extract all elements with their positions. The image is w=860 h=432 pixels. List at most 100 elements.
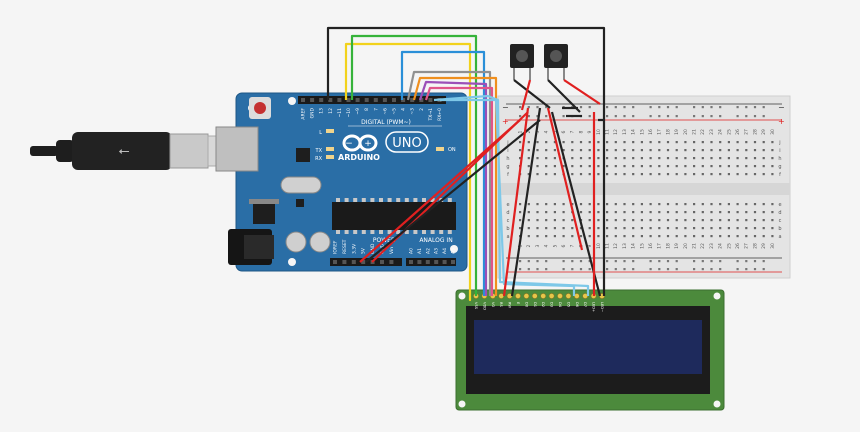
terminal-hole[interactable] xyxy=(597,203,600,206)
rail-hole[interactable] xyxy=(666,106,670,109)
terminal-hole[interactable] xyxy=(753,211,757,214)
rail-hole[interactable] xyxy=(719,260,722,263)
terminal-hole[interactable] xyxy=(597,149,600,152)
terminal-hole[interactable] xyxy=(571,235,574,238)
header-pin[interactable] xyxy=(425,260,430,264)
terminal-hole[interactable] xyxy=(762,149,765,152)
terminal-hole[interactable] xyxy=(719,141,722,144)
rail-hole[interactable] xyxy=(762,260,765,263)
header-pin[interactable] xyxy=(301,98,305,102)
reset-button-cap[interactable] xyxy=(254,102,266,114)
header-pin[interactable] xyxy=(442,260,447,264)
rail-hole[interactable] xyxy=(710,268,713,271)
terminal-hole[interactable] xyxy=(719,219,722,222)
rail-hole[interactable] xyxy=(614,268,617,271)
terminal-hole[interactable] xyxy=(579,173,583,176)
terminal-hole[interactable] xyxy=(553,173,556,176)
lcd-pin[interactable] xyxy=(498,293,505,299)
terminal-hole[interactable] xyxy=(536,203,539,206)
terminal-hole[interactable] xyxy=(614,157,617,160)
rail-hole[interactable] xyxy=(701,268,704,271)
header-pin[interactable] xyxy=(389,260,394,264)
terminal-hole[interactable] xyxy=(606,157,609,160)
terminal-hole[interactable] xyxy=(579,141,583,144)
terminal-hole[interactable] xyxy=(693,157,696,160)
terminal-hole[interactable] xyxy=(771,203,774,206)
terminal-hole[interactable] xyxy=(701,157,704,160)
terminal-hole[interactable] xyxy=(753,173,757,176)
terminal-hole[interactable] xyxy=(623,165,626,168)
terminal-hole[interactable] xyxy=(640,165,643,168)
terminal-hole[interactable] xyxy=(545,235,548,238)
terminal-hole[interactable] xyxy=(562,211,565,214)
rail-hole[interactable] xyxy=(562,268,565,271)
terminal-hole[interactable] xyxy=(675,141,678,144)
terminal-hole[interactable] xyxy=(527,211,530,214)
terminal-hole[interactable] xyxy=(597,165,600,168)
rail-hole[interactable] xyxy=(545,268,548,271)
terminal-hole[interactable] xyxy=(727,211,730,214)
terminal-hole[interactable] xyxy=(579,149,583,152)
rail-hole[interactable] xyxy=(762,115,765,118)
terminal-hole[interactable] xyxy=(588,211,591,214)
terminal-hole[interactable] xyxy=(614,165,617,168)
terminal-hole[interactable] xyxy=(579,211,583,214)
terminal-hole[interactable] xyxy=(753,149,757,152)
terminal-hole[interactable] xyxy=(693,227,696,230)
terminal-hole[interactable] xyxy=(536,157,539,160)
terminal-hole[interactable] xyxy=(649,157,652,160)
terminal-hole[interactable] xyxy=(658,219,661,222)
terminal-hole[interactable] xyxy=(753,235,757,238)
terminal-hole[interactable] xyxy=(519,141,522,144)
terminal-hole[interactable] xyxy=(753,203,757,206)
terminal-hole[interactable] xyxy=(658,211,661,214)
lcd-pin[interactable] xyxy=(557,293,563,299)
terminal-hole[interactable] xyxy=(571,157,574,160)
rail-hole[interactable] xyxy=(658,106,661,109)
terminal-hole[interactable] xyxy=(658,173,661,176)
rail-hole[interactable] xyxy=(753,106,757,109)
terminal-hole[interactable] xyxy=(701,165,704,168)
terminal-hole[interactable] xyxy=(710,173,713,176)
terminal-hole[interactable] xyxy=(606,211,609,214)
terminal-hole[interactable] xyxy=(727,141,730,144)
rail-hole[interactable] xyxy=(588,268,591,271)
terminal-hole[interactable] xyxy=(632,173,635,176)
terminal-hole[interactable] xyxy=(606,235,609,238)
rail-hole[interactable] xyxy=(745,106,748,109)
terminal-hole[interactable] xyxy=(640,149,643,152)
terminal-hole[interactable] xyxy=(527,149,530,152)
rail-hole[interactable] xyxy=(614,260,617,263)
terminal-hole[interactable] xyxy=(736,157,739,160)
rail-hole[interactable] xyxy=(753,268,757,271)
rail-hole[interactable] xyxy=(649,106,652,109)
terminal-hole[interactable] xyxy=(771,173,774,176)
rail-hole[interactable] xyxy=(527,260,530,263)
terminal-hole[interactable] xyxy=(666,235,670,238)
terminal-hole[interactable] xyxy=(536,149,539,152)
terminal-hole[interactable] xyxy=(666,211,670,214)
header-pin[interactable] xyxy=(417,260,422,264)
terminal-hole[interactable] xyxy=(545,173,548,176)
terminal-hole[interactable] xyxy=(771,149,774,152)
terminal-hole[interactable] xyxy=(632,165,635,168)
rail-hole[interactable] xyxy=(519,268,522,271)
terminal-hole[interactable] xyxy=(545,141,548,144)
terminal-hole[interactable] xyxy=(710,211,713,214)
push-button-2[interactable] xyxy=(544,44,568,80)
rail-hole[interactable] xyxy=(701,260,704,263)
terminal-hole[interactable] xyxy=(606,141,609,144)
rail-hole[interactable] xyxy=(745,268,748,271)
terminal-hole[interactable] xyxy=(597,211,600,214)
terminal-hole[interactable] xyxy=(606,173,609,176)
terminal-hole[interactable] xyxy=(553,203,556,206)
rail-hole[interactable] xyxy=(649,115,652,118)
terminal-hole[interactable] xyxy=(736,165,739,168)
rail-hole[interactable] xyxy=(606,106,609,109)
terminal-hole[interactable] xyxy=(632,211,635,214)
header-pin[interactable] xyxy=(410,98,415,102)
header-pin[interactable] xyxy=(319,98,324,102)
